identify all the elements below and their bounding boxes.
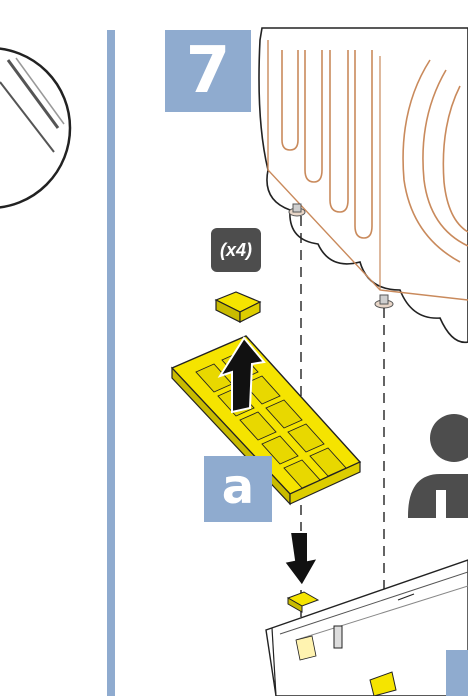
zoom-detail-icon [0,48,70,208]
person-icon [408,414,468,518]
anti-vibration-pad-icon [216,292,260,322]
next-step-box [446,650,468,696]
quantity-badge: (x4) [211,228,261,272]
divider [107,30,115,696]
arrow-down-icon [284,532,318,586]
step-number: 7 [165,30,251,112]
sub-step-label: a [204,456,272,522]
packaging-base [266,560,468,696]
washing-machine-icon [259,28,468,342]
